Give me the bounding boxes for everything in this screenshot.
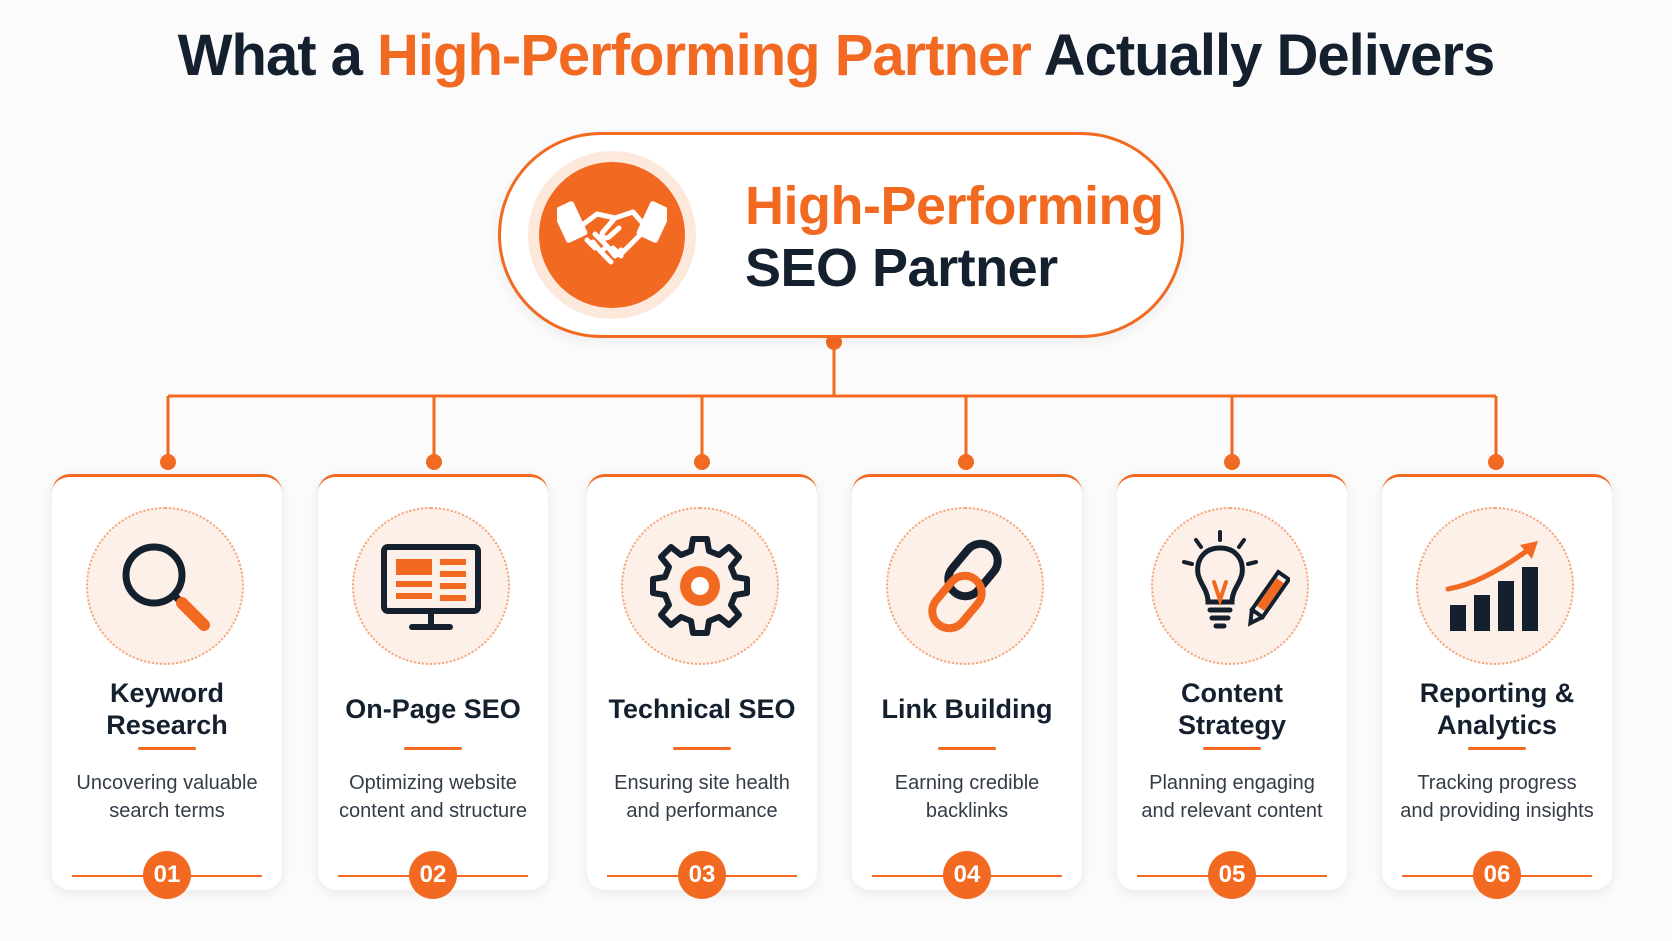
card-icon-ring	[621, 507, 779, 665]
card-underline	[938, 747, 996, 750]
card-icon-ring	[1151, 507, 1309, 665]
title-accent: High-Performing Partner	[377, 23, 1032, 88]
card-icon-ring	[1416, 507, 1574, 665]
hub-icon-ring	[528, 151, 696, 319]
card-title: Technical SEO	[608, 694, 796, 724]
hub-title-line1: High-Performing	[745, 176, 1164, 236]
card-title: Link Building	[881, 694, 1053, 724]
gear-icon	[650, 536, 750, 636]
card-underline	[1468, 747, 1526, 750]
monitor-icon	[381, 544, 481, 630]
card-number-badge: 01	[143, 851, 191, 899]
card-underline	[1203, 747, 1261, 750]
card-number-badge: 02	[409, 851, 457, 899]
card-icon-ring	[352, 507, 510, 665]
card-icon-ring	[886, 507, 1044, 665]
card-number-badge: 04	[943, 851, 991, 899]
card-title: Reporting &Analytics	[1419, 678, 1575, 740]
card-title: On-Page SEO	[345, 694, 521, 724]
bar-chart-icon	[1445, 541, 1538, 631]
card-underline	[673, 747, 731, 750]
chain-link-icon	[928, 539, 1002, 633]
card-underline	[138, 747, 196, 750]
title-part2: Actually Delivers	[1030, 23, 1495, 88]
card-number-badge: 05	[1208, 851, 1256, 899]
hub-title-line2: SEO Partner	[745, 238, 1058, 298]
card-icon-ring	[86, 507, 244, 665]
card-number-badge: 03	[678, 851, 726, 899]
title-part1: What a	[177, 23, 378, 88]
card-number-badge: 06	[1473, 851, 1521, 899]
hub-card: High-Performing SEO Partner	[498, 132, 1184, 338]
magnifier-icon	[122, 543, 210, 631]
handshake-icon	[539, 162, 685, 308]
lightbulb-pencil-icon	[1182, 530, 1290, 629]
page-title: What a High-Performing Partner Actually …	[0, 22, 1672, 89]
card-underline	[404, 747, 462, 750]
